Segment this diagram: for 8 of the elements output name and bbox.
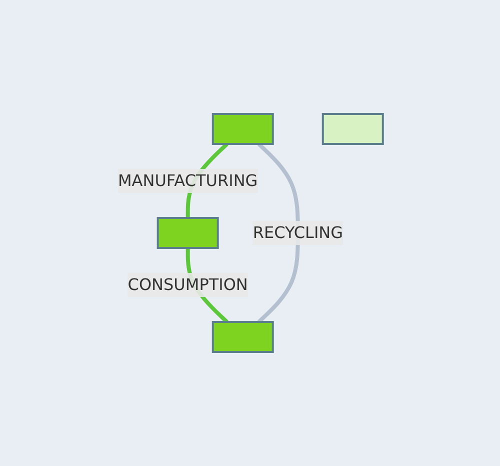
node-box xyxy=(156,217,218,249)
node-box xyxy=(211,321,274,353)
edge-label: RECYCLING xyxy=(252,223,343,242)
edge-label: CONSUMPTION xyxy=(127,275,248,294)
node-box xyxy=(211,113,274,145)
node-box xyxy=(321,113,384,145)
edge-label: MANUFACTURING xyxy=(118,171,258,190)
connector xyxy=(256,142,300,324)
